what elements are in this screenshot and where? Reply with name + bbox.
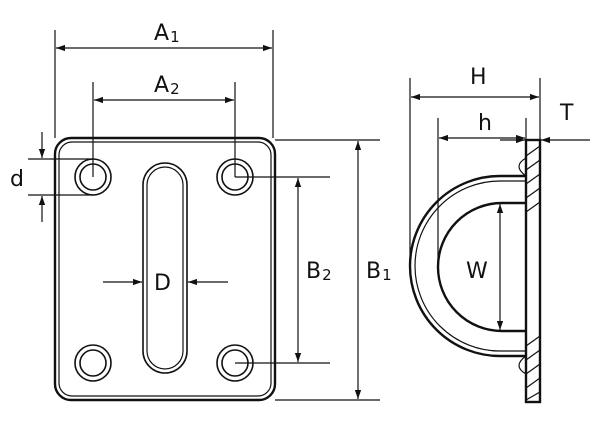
dimension-h-small: h xyxy=(437,111,527,266)
mount-hole-bottom-left xyxy=(74,344,112,382)
dimension-t: T xyxy=(500,101,590,144)
label-a1: A1 xyxy=(154,21,180,46)
center-slot-inner xyxy=(146,166,184,370)
side-loop-outer-inner xyxy=(414,180,526,352)
center-slot xyxy=(142,162,188,374)
dimension-h-big: H xyxy=(409,65,541,266)
label-w: W xyxy=(466,259,488,284)
label-h-big: H xyxy=(470,65,487,90)
side-base-hatching xyxy=(525,145,541,401)
label-t: T xyxy=(559,101,574,126)
label-a2: A2 xyxy=(154,73,180,98)
side-loop-inner xyxy=(436,201,526,333)
plate-outline xyxy=(53,136,277,402)
label-d-small: d xyxy=(10,167,24,192)
dimension-a2: A2 xyxy=(92,73,236,177)
dimension-b1: B1 xyxy=(275,139,392,401)
label-d-big: D xyxy=(154,271,171,296)
dimension-a1: A1 xyxy=(54,21,274,138)
side-fillet-bottom xyxy=(518,355,527,375)
dimension-w: W xyxy=(466,204,504,330)
dimension-b2: B2 xyxy=(235,176,332,364)
dimension-d-small: d xyxy=(10,132,93,222)
dimension-d-big: D xyxy=(103,271,228,296)
label-b1: B1 xyxy=(366,259,392,284)
side-base-plate xyxy=(524,138,542,404)
side-fillet-top xyxy=(518,157,527,177)
label-b2: B2 xyxy=(306,259,332,284)
label-h-small: h xyxy=(478,111,492,136)
plate-inner-outline xyxy=(58,141,272,397)
